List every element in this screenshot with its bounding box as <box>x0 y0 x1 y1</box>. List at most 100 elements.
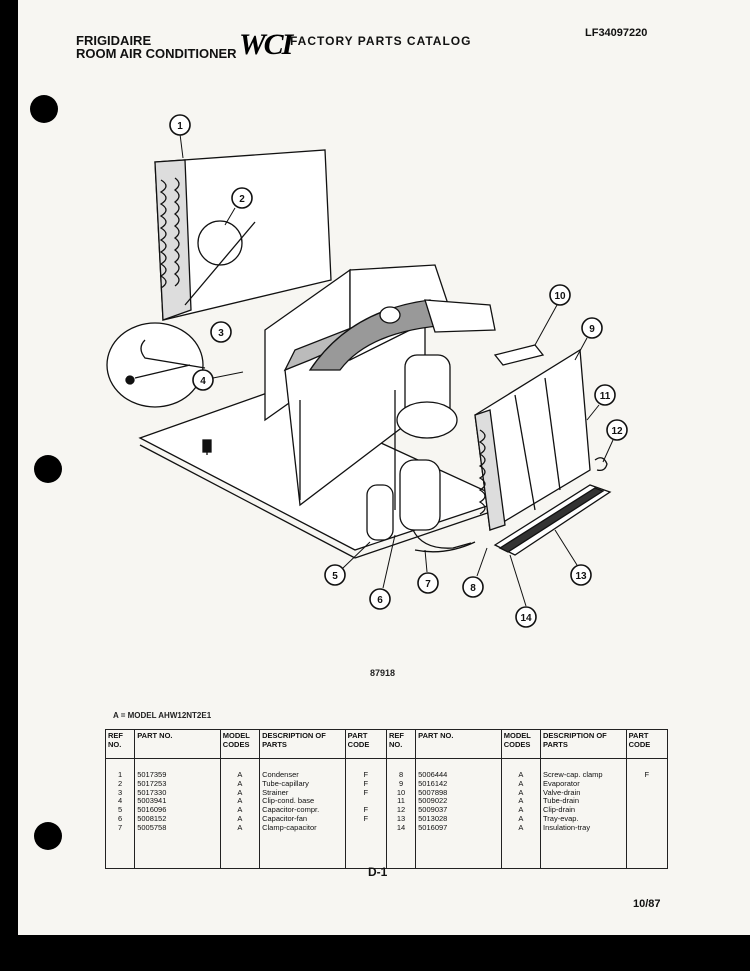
diagram-linework <box>106 149 612 559</box>
callout-label-8: 8 <box>470 583 476 594</box>
header-description-2: DESCRIPTION OF PARTS <box>540 729 627 759</box>
page-number: D-1 <box>368 865 388 879</box>
part-cell: 5016097 <box>418 822 448 832</box>
brand-name: FRIGIDAIRE <box>76 33 152 48</box>
desc-cell: Capacitor-compr. <box>262 805 320 815</box>
part-column-right: 5006444 5016142 5007898 5009022 5009037 … <box>415 758 502 869</box>
model-cell: A <box>237 822 243 832</box>
callout-1 <box>169 114 191 136</box>
model-cell: A <box>518 796 524 806</box>
callout-label-2: 2 <box>239 194 245 205</box>
wci-logo: WCI <box>239 28 293 61</box>
model-cell: A <box>237 770 243 779</box>
part-cell: 5017359 <box>137 770 167 779</box>
callout-label-12: 12 <box>611 426 623 437</box>
code-cell <box>348 824 384 833</box>
callout-5 <box>324 564 346 586</box>
callout-3 <box>210 321 232 343</box>
desc-cell: Tube-drain <box>543 796 579 806</box>
code-cell: F <box>363 805 369 815</box>
header-model-codes-2: MODEL CODES <box>500 729 542 759</box>
desc-cell: Clamp-capacitor <box>262 822 317 832</box>
ref-cell: 13 <box>396 813 406 823</box>
header-part-code-2: PART CODE <box>625 729 669 759</box>
callout-8 <box>462 576 484 598</box>
callout-9 <box>581 317 603 339</box>
ref-cell: 1 <box>118 770 123 779</box>
revision-date: 10/87 <box>633 898 661 910</box>
code-column-right: F <box>625 758 669 869</box>
header-ref-no-2: REF NO. <box>385 729 417 759</box>
desc-cell: Strainer <box>262 787 289 797</box>
code-cell: F <box>363 787 369 797</box>
model-cell: A <box>518 805 524 815</box>
ref-cell: 5 <box>118 805 123 815</box>
code-cell: F <box>644 770 650 779</box>
part-cell: 5008152 <box>137 813 167 823</box>
callout-10 <box>549 284 571 306</box>
model-cell: A <box>518 770 524 779</box>
header-model-codes: MODEL CODES <box>219 729 261 759</box>
part-cell: 5007898 <box>418 787 448 797</box>
model-cell: A <box>237 805 243 815</box>
callout-label-11: 11 <box>600 391 611 402</box>
binder-hole-top <box>30 95 58 123</box>
code-cell: F <box>363 770 369 779</box>
callout-7 <box>417 572 439 594</box>
header-part-no: PART NO. <box>134 729 221 759</box>
callout-14 <box>515 606 537 628</box>
ref-cell: 2 <box>118 778 123 788</box>
desc-cell: Condenser <box>262 770 299 779</box>
part-cell: 5016096 <box>137 805 167 815</box>
part-cell: 5009022 <box>418 796 448 806</box>
ref-cell: 10 <box>396 787 406 797</box>
callout-label-4: 4 <box>200 376 206 387</box>
callout-label-9: 9 <box>589 324 595 335</box>
model-cell: A <box>237 796 243 806</box>
part-cell: 5017330 <box>137 787 167 797</box>
model-cell: A <box>518 787 524 797</box>
ref-cell: 3 <box>118 787 123 797</box>
part-cell: 5003941 <box>137 796 167 806</box>
model-cell: A <box>237 813 243 823</box>
callout-13 <box>570 564 592 586</box>
desc-cell: Insulation-tray <box>543 822 591 832</box>
callout-label-7: 7 <box>425 579 431 590</box>
parts-table-body: 1 2 3 4 5 6 7 5017359 5017253 5017330 50… <box>104 758 669 869</box>
code-cell: F <box>363 813 369 823</box>
code-cell <box>629 824 665 833</box>
desc-cell: Tray-evap. <box>543 813 579 823</box>
code-column-left: F F F F F <box>344 758 387 869</box>
part-cell: 5009037 <box>418 805 448 815</box>
callout-6 <box>369 588 391 610</box>
part-cell: 5017253 <box>137 778 167 788</box>
callout-group: 1 2 3 4 5 6 7 8 9 10 11 12 <box>169 114 628 628</box>
binder-hole-middle <box>34 455 62 483</box>
ref-cell: 8 <box>398 770 404 779</box>
part-cell: 5013028 <box>418 813 448 823</box>
ref-column-left: 1 2 3 4 5 6 7 <box>104 758 136 869</box>
model-cell: A <box>237 778 243 788</box>
desc-cell: Screw-cap. clamp <box>543 770 603 779</box>
ref-cell: 4 <box>118 796 123 806</box>
catalog-title: FACTORY PARTS CATALOG <box>290 34 472 48</box>
callout-label-5: 5 <box>332 571 338 582</box>
model-column-left: A A A A A A A <box>219 758 261 869</box>
ref-cell: 9 <box>398 778 404 788</box>
desc-cell: Clip-cond. base <box>262 796 315 806</box>
model-cell: A <box>518 778 524 788</box>
part-cell: 5005758 <box>137 822 167 832</box>
desc-cell: Clip-drain <box>543 805 576 815</box>
callout-11 <box>594 384 616 406</box>
model-cell: A <box>518 813 524 823</box>
desc-cell: Valve-drain <box>543 787 581 797</box>
callout-4 <box>192 369 214 391</box>
callout-label-13: 13 <box>575 571 587 582</box>
ref-cell: 6 <box>118 813 123 823</box>
header-part-no-2: PART NO. <box>415 729 502 759</box>
desc-cell: Tube-capillary <box>262 778 309 788</box>
figure-number: 87918 <box>370 668 396 678</box>
header-part-code: PART CODE <box>344 729 387 759</box>
product-name: ROOM AIR CONDITIONER <box>76 46 237 61</box>
header-description: DESCRIPTION OF PARTS <box>259 729 346 759</box>
